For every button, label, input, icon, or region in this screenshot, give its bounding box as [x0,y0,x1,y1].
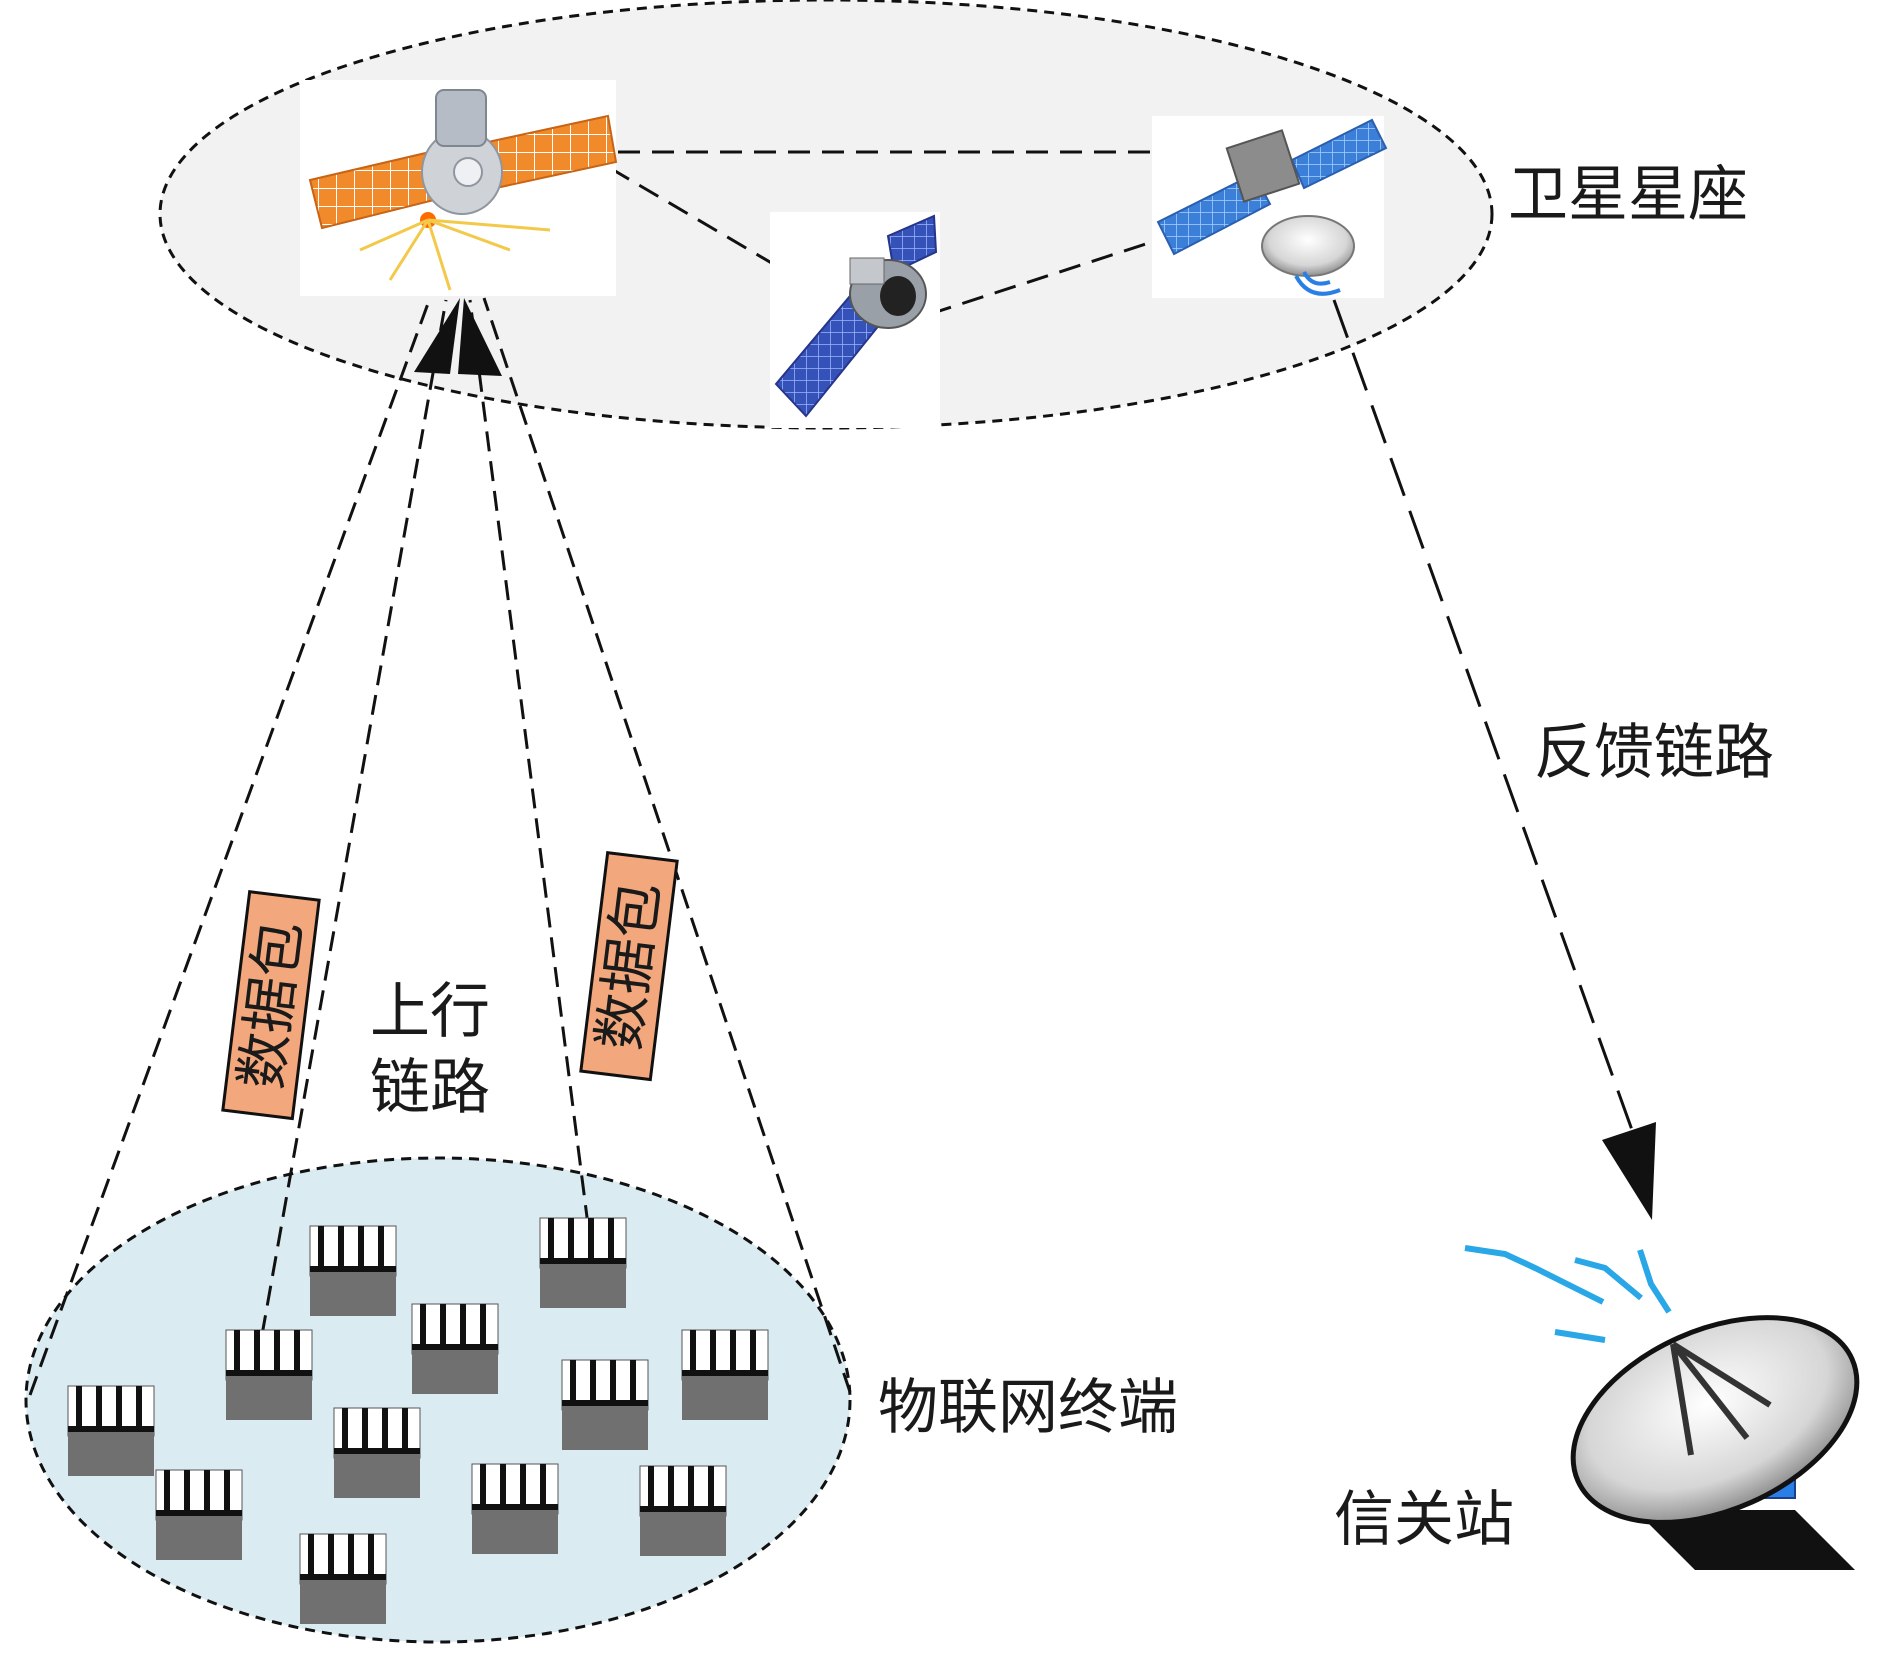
iot-terminal-icon [681,1329,769,1421]
gateway-label: 信关站 [1334,1485,1514,1555]
iot-terminal-icon [299,1533,387,1625]
signal-wave-icon [1464,1245,1672,1343]
inter-satellite-links [609,150,1162,316]
iot-terminal-icon [333,1407,421,1499]
feedback-link-label: 反馈链路 [1534,718,1774,788]
uplink-label-line1: 上行 [370,977,490,1047]
uplink-arrowheads [414,298,502,376]
uplink-label-line2: 链路 [370,1053,490,1123]
iot-terminal-icon [309,1225,397,1317]
packet-label-right: 数据包 [579,851,679,1082]
iot-terminal-icon [67,1385,155,1477]
iot-terminals-label: 物联网终端 [878,1373,1178,1443]
uplink-cone [28,297,852,1396]
feedback-arrowhead [1602,1122,1656,1220]
iot-terminal-icon [411,1303,499,1395]
iot-terminal-icon [639,1465,727,1557]
gateway-dish-icon [1455,1240,1875,1600]
iot-terminal-icon [539,1217,627,1309]
feedback-link [1332,299,1656,1220]
packet-label-left: 数据包 [221,890,321,1121]
constellation-label: 卫星星座 [1508,160,1748,230]
satellite-icon [770,212,940,428]
iot-terminal-icon [155,1469,243,1561]
satellite-icon [1152,116,1388,298]
iot-terminal-icon [225,1329,313,1421]
signal-wave-icon [1294,271,1341,296]
iot-terminal-icon [471,1463,559,1555]
satellite-icon [300,80,618,296]
iot-terminal-icon [561,1359,649,1451]
